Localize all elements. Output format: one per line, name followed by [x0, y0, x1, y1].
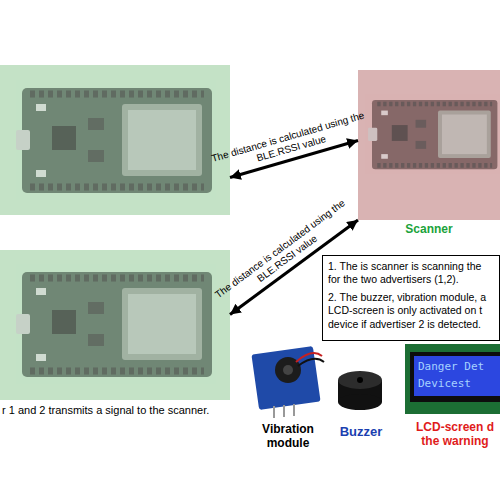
part-name: Buzzer — [333, 424, 389, 440]
scanner-box: Scanner — [358, 70, 500, 220]
part-name: LCD-screen d the warning — [410, 420, 500, 449]
caption: r 1 and 2 transmits a signal to the scan… — [2, 404, 247, 416]
screen-text: Danger Det — [418, 360, 500, 373]
vibration-module — [251, 346, 324, 418]
advertiser-box — [0, 250, 230, 400]
screen-text: Devicest — [418, 377, 500, 390]
advertiser-box — [0, 65, 230, 215]
note-text: 2. The buzzer, vibration module, a LCD-s… — [328, 291, 494, 330]
esp32-board — [16, 264, 216, 384]
part-name: Vibration module — [248, 422, 328, 451]
node-heading: Scanner — [358, 222, 500, 236]
note-box: 1. The is scanner is scanning the for th… — [322, 255, 500, 341]
buzzer-symbol — [338, 371, 382, 410]
lcd-screen — [405, 344, 500, 414]
esp32-board — [16, 80, 216, 200]
double-arrow — [230, 141, 358, 178]
note-text: 1. The is scanner is scanning the for th… — [328, 260, 494, 286]
double-arrow — [230, 220, 358, 315]
esp32-board — [365, 94, 500, 174]
